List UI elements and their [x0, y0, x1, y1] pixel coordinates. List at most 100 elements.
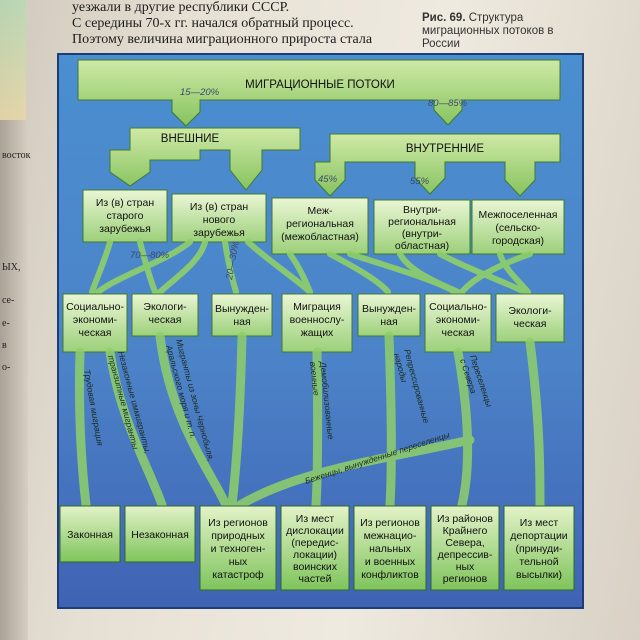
level2-line: (межобластная)	[281, 231, 359, 243]
level4-box	[124, 505, 196, 563]
level4-line: Крайнего	[443, 525, 488, 537]
figure-number: Рис. 69.	[422, 12, 466, 24]
body-line: уезжали в другие республики СССР.	[72, 0, 290, 15]
level2-line: Внутри-	[403, 204, 442, 216]
flow-arrows-lower	[74, 331, 545, 510]
level3-line: экономи-	[436, 314, 481, 326]
level4-line: регионов	[443, 573, 488, 585]
level4-line: (передис-	[291, 537, 339, 549]
level4-line: Из мест	[296, 513, 335, 525]
level4-line: дислокации	[286, 525, 344, 537]
previous-page-edge: восток ЫХ, се- е- в о-	[0, 0, 31, 640]
level4-line: Законная	[67, 529, 113, 541]
level3-box	[62, 293, 128, 353]
level4-line: депортации	[510, 530, 568, 542]
side-text: ЫХ,	[2, 262, 21, 273]
body-text: уезжали в другие республики СССР. С сере…	[72, 0, 402, 48]
body-line: Поэтому величина миграционного прироста …	[72, 32, 373, 47]
level3-line: Миграция	[293, 301, 341, 313]
level4-line: Из мест	[520, 517, 559, 529]
external-share: 15—20%	[180, 87, 220, 98]
level3-box	[211, 293, 273, 337]
level4-line: локации)	[293, 549, 337, 561]
level3-line: ная	[380, 316, 397, 328]
level2-line: городская)	[492, 235, 544, 247]
level4-line: Севера,	[445, 537, 484, 549]
level4-box	[503, 505, 575, 591]
side-text: е-	[2, 318, 10, 329]
level4-line: тельной	[519, 556, 558, 568]
internal-share: 80—85%	[428, 98, 468, 109]
level4-box	[59, 505, 121, 563]
level3-line: ческая	[442, 327, 475, 339]
level3-box	[131, 293, 199, 337]
figure-caption-text: Структура миграционных потоков в России	[422, 12, 554, 50]
level3-line: Вынужден-	[362, 303, 417, 315]
level2-line: региональная	[388, 216, 456, 228]
level3-box	[281, 293, 353, 353]
level2-line: региональная	[286, 218, 354, 230]
level4-line: и военных	[365, 556, 416, 568]
external-label: ВНЕШНИЕ	[161, 133, 220, 145]
level2-line: областная)	[395, 240, 449, 252]
level3-line: военнослу-	[290, 314, 345, 326]
level3-box	[357, 293, 421, 337]
level4-box	[199, 505, 277, 591]
level3-line: Социально-	[66, 301, 124, 313]
level2-line: Межпоселенная	[479, 209, 558, 221]
level4-line: воинских	[293, 561, 338, 573]
level4-line: Из регионов	[208, 517, 268, 529]
side-text: восток	[2, 150, 31, 161]
level3-line: ная	[233, 316, 250, 328]
level2-line: нового	[203, 214, 236, 226]
level3-line: Экологи-	[143, 301, 187, 313]
level4-line: катастроф	[212, 569, 264, 581]
level2-box	[82, 189, 168, 243]
share-70-80: 70—80%	[130, 250, 170, 261]
side-text: о-	[2, 362, 11, 373]
level2-line: зарубежья	[99, 223, 151, 235]
figure-caption: Рис. 69. Структура миграционных потоков …	[422, 12, 592, 51]
level2-box	[171, 193, 267, 243]
map-fragment	[0, 0, 26, 120]
level4-line: ных	[229, 556, 248, 568]
level2-box	[373, 199, 471, 255]
level4-line: ных	[456, 561, 475, 573]
level2-line: зарубежья	[193, 227, 245, 239]
level4-line: депрессив-	[438, 549, 493, 561]
body-line: С середины 70-х гг. начался обратный про…	[72, 16, 354, 31]
level4-line: высылки)	[516, 569, 562, 581]
level3-line: Вынужден-	[215, 303, 270, 315]
level4-line: природных	[211, 530, 265, 542]
internal-label: ВНУТРЕННИЕ	[406, 143, 485, 155]
root-label: МИГРАЦИОННЫЕ ПОТОКИ	[245, 79, 395, 91]
level4-box	[280, 505, 350, 591]
level3-box	[495, 293, 565, 343]
level4-line: конфликтов	[361, 569, 419, 581]
share-45: 45%	[318, 174, 338, 185]
flow-arrows-upper	[89, 239, 533, 295]
level3-line: экономи-	[73, 314, 118, 326]
level4-box	[430, 505, 500, 591]
level2-box	[271, 197, 369, 255]
root-flow-band	[77, 59, 561, 127]
level2-line: Из (в) стран	[190, 201, 249, 213]
level3-line: ческая	[514, 318, 547, 330]
external-flow-band	[109, 127, 301, 191]
level4-line: межнацио-	[364, 530, 417, 542]
level2-line: (внутри-	[402, 228, 443, 240]
level4-line: нальных	[369, 543, 412, 555]
level4-line: (принуди-	[515, 543, 563, 555]
side-text: в	[2, 340, 7, 351]
level4-box	[353, 505, 427, 591]
level4-line: частей	[299, 573, 332, 585]
side-text: се-	[2, 295, 15, 306]
level4-line: и техноген-	[211, 543, 266, 555]
level4-line: Незаконная	[131, 529, 189, 541]
level3-line: ческая	[149, 314, 182, 326]
level2-box	[471, 199, 565, 255]
level3-box	[424, 293, 492, 353]
level2-line: старого	[107, 210, 144, 222]
level4-line: Из регионов	[360, 517, 420, 529]
